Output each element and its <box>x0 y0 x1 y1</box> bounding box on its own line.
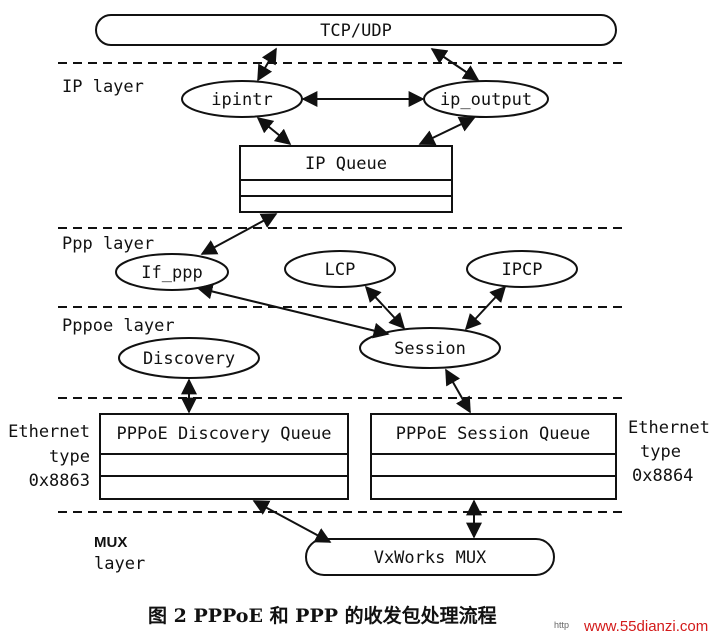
edge-session-queue <box>445 368 471 414</box>
pppoe-discovery-queue-label: PPPoE Discovery Queue <box>117 424 332 444</box>
edge-ifppp-session <box>196 283 390 339</box>
tcp-udp-bar <box>95 14 617 46</box>
edge-ipintr-ipqueue <box>256 116 292 146</box>
ipcp-label: IPCP <box>502 260 543 280</box>
if-ppp-label: If_ppp <box>141 263 202 283</box>
edge-discoveryqueue-mux <box>252 500 332 543</box>
watermark-text: www.55dianzi.com <box>583 618 708 635</box>
lcp-label: LCP <box>325 260 356 280</box>
ip-queue-label: IP Queue <box>305 154 387 174</box>
label-ip-layer: IP layer <box>62 77 144 97</box>
if-ppp-node <box>115 253 229 291</box>
pppoe-session-queue-label: PPPoE Session Queue <box>396 424 590 444</box>
label-ppp-layer: Ppp layer <box>62 234 154 254</box>
edge-tcpudp-ipintr <box>257 47 277 82</box>
discovery-node <box>118 337 260 379</box>
ethernet-right-line3: 0x8864 <box>632 466 693 486</box>
edge-ipoutput-ipqueue <box>418 117 476 145</box>
figure-caption: 图 2 PPPoE 和 PPP 的收发包处理流程 <box>148 604 497 627</box>
watermark-prefix: http <box>554 620 569 630</box>
edge-tcpudp-ipoutput <box>430 48 480 81</box>
edge-ipqueue-ifppp <box>200 213 278 255</box>
edge-lcp-session <box>364 285 406 330</box>
ethernet-left-line3: 0x8863 <box>29 471 90 491</box>
label-mux: MUX <box>94 534 127 551</box>
ethernet-right-line1: Ethernet <box>628 418 710 438</box>
ethernet-left-line2: type <box>49 447 90 467</box>
ethernet-left-line1: Ethernet <box>8 422 90 442</box>
tcp-udp-label: TCP/UDP <box>320 21 392 41</box>
vxworks-mux-label: VxWorks MUX <box>374 548 487 568</box>
session-node <box>359 327 501 369</box>
session-label: Session <box>394 339 466 359</box>
ethernet-right-line2: type <box>640 442 681 462</box>
vxworks-mux-bar <box>305 538 555 576</box>
label-mux-layer: layer <box>94 554 145 574</box>
edge-ipcp-session <box>464 285 507 331</box>
pppoe-discovery-queue-box <box>99 413 349 500</box>
discovery-label: Discovery <box>143 349 235 369</box>
ipintr-label: ipintr <box>211 90 272 110</box>
ip-output-label: ip_output <box>440 90 532 110</box>
ipcp-node <box>466 250 578 288</box>
label-pppoe-layer: Pppoe layer <box>62 316 175 336</box>
pppoe-session-queue-box <box>370 413 617 500</box>
